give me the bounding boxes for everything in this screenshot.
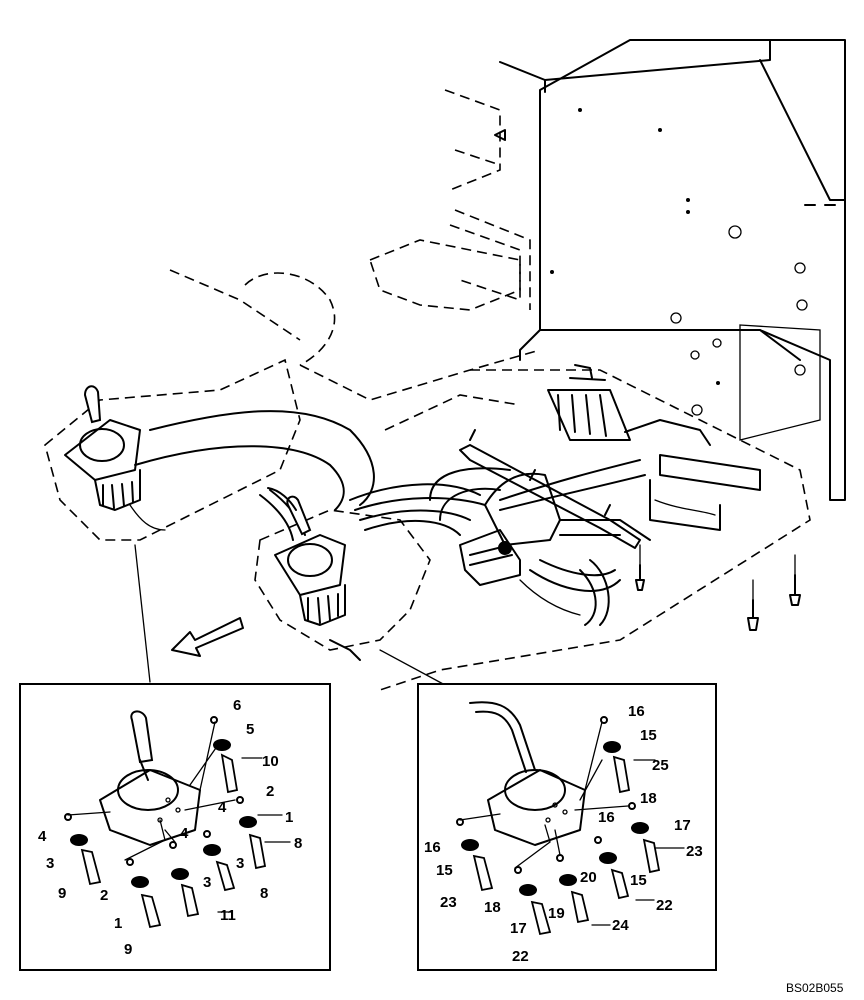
- callout-1: 1: [114, 915, 122, 932]
- callout-25: 25: [652, 757, 669, 774]
- callout-22: 22: [656, 897, 673, 914]
- callout-16: 16: [598, 809, 615, 826]
- right-joystick-main: [254, 487, 431, 661]
- callout-22: 22: [512, 948, 529, 965]
- right-inset-leader: [379, 649, 446, 686]
- callout-18: 18: [484, 899, 501, 916]
- callout-19: 19: [548, 905, 565, 922]
- callout-8: 8: [294, 835, 302, 852]
- left-inset-detail: 6 5 10 2 4 1 4 3 8 4 3 3 2 8 9 1 11 9: [19, 683, 331, 971]
- hose-bundle: [134, 410, 375, 541]
- callout-1: 1: [285, 809, 293, 826]
- right-inset-detail: 16 15 25 18 16 17 16 15 23 15 18 20 23 1…: [417, 683, 717, 971]
- callout-6: 6: [233, 697, 241, 714]
- callout-15: 15: [640, 727, 657, 744]
- left-inset-leader: [134, 544, 151, 683]
- callout-3: 3: [46, 855, 54, 872]
- figure-code: BS02B055: [786, 981, 844, 995]
- seat-outline: [169, 89, 811, 691]
- callout-9: 9: [124, 941, 132, 958]
- callout-15: 15: [436, 862, 453, 879]
- callout-16: 16: [628, 703, 645, 720]
- callout-5: 5: [246, 721, 254, 738]
- callout-17: 17: [510, 920, 527, 937]
- callout-20: 20: [580, 869, 597, 886]
- callout-18: 18: [640, 790, 657, 807]
- callout-4: 4: [38, 828, 47, 845]
- callout-23: 23: [440, 894, 457, 911]
- left-joystick-main: [44, 358, 301, 541]
- callout-8: 8: [260, 885, 268, 902]
- callout-16: 16: [424, 839, 441, 856]
- callout-23: 23: [686, 843, 703, 860]
- callout-2: 2: [100, 887, 108, 904]
- cab-rear-panel: [499, 39, 846, 501]
- callout-24: 24: [612, 917, 629, 934]
- callout-2: 2: [266, 783, 274, 800]
- callout-3: 3: [203, 874, 211, 891]
- front-direction-arrow: [171, 617, 244, 657]
- callout-4: 4: [180, 825, 189, 842]
- callout-11: 11: [220, 907, 236, 924]
- callout-10: 10: [262, 753, 279, 770]
- callout-3: 3: [236, 855, 244, 872]
- callout-17: 17: [674, 817, 691, 834]
- callout-15: 15: [630, 872, 647, 889]
- valve-and-harness-assembly: [349, 364, 801, 631]
- callout-9: 9: [58, 885, 66, 902]
- callout-4: 4: [218, 799, 227, 816]
